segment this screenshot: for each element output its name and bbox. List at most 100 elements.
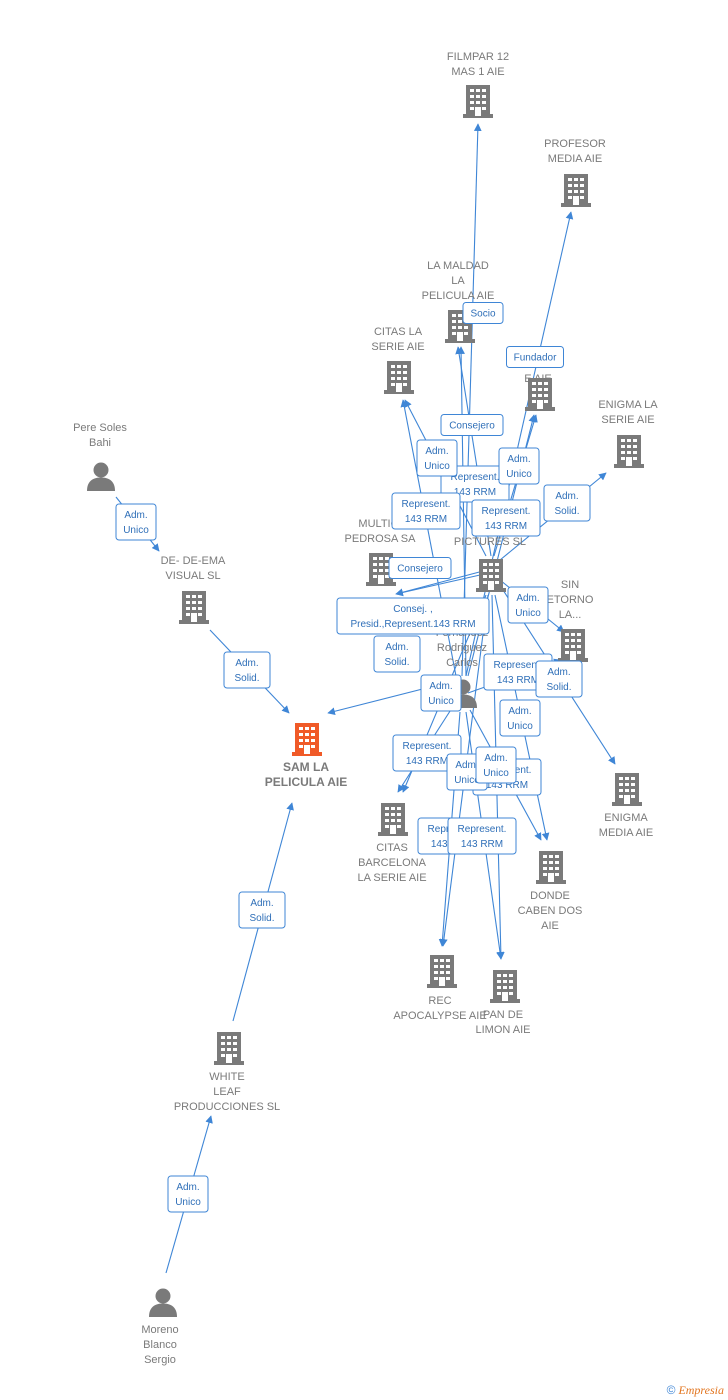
edge-label-text: Represent. [403,741,452,752]
edge-label[interactable]: Consej. ,Presid.,Represent.143 RRM [336,597,490,635]
node-label: Carlos [446,657,478,669]
node-label: REC [428,995,451,1007]
edge-label-text: Represent. [482,506,531,517]
node-label: ETORNO [547,594,594,606]
edge-label-text: Adm. [555,491,578,502]
edge-label[interactable]: Adm. Unico [416,439,458,477]
node-label: LEAF [213,1086,241,1098]
node-label: SERIE AIE [371,341,424,353]
node-sin_retorno[interactable]: SINETORNOLA... [547,579,594,662]
edge-label-text: Represent. [451,472,500,483]
edge-label-text: Solid. [554,506,579,517]
node-label: Pere Soles [73,422,127,434]
edge-label-text: Consejero [397,564,443,575]
node-label: PELICULA AIE [422,290,495,302]
edge-label-text: Unico [507,721,533,732]
edge-label-text: Consejero [449,421,495,432]
edge-label[interactable]: Consejero [440,414,504,436]
edge-label[interactable]: Consejero [388,557,452,579]
edge-label[interactable]: Adm.Unico [167,1175,209,1213]
edge-label[interactable]: Adm. Solid. [543,484,591,522]
edge-label[interactable]: Represent.143 RRM [391,492,461,530]
edge-label[interactable]: Represent.143 RRM [392,734,462,772]
building-icon [612,773,642,806]
node-label: Bahi [89,437,111,449]
edge-label-text: Solid. [249,913,274,924]
edge-label[interactable]: Adm.Unico [420,674,462,712]
edge-label-text: 143 RRM [454,487,496,498]
node-label: AIE [541,920,559,932]
building-icon [558,629,588,662]
copyright-icon: © [666,1383,676,1397]
node-label: PICTURES SL [454,536,526,548]
node-label: SAM LA [283,760,329,774]
edge-label-text: Solid. [546,682,571,693]
edge-label-text: 143 RRM [485,521,527,532]
node-label: MAS 1 AIE [451,66,504,78]
edge-label[interactable]: Adm.Solid. [535,660,583,698]
node-label: VISUAL SL [165,570,220,582]
edge-label-text: Unico [123,525,149,536]
edge-label[interactable]: Adm.Unico [499,699,541,737]
edge-label[interactable]: Represent.143 RRM [447,817,517,855]
edge-label-text: Adm. [385,642,408,653]
edge-label-text: 143 RRM [486,780,528,791]
edge-label[interactable]: Adm.Unico [507,586,549,624]
edge-label[interactable]: Adm. Unico [498,447,540,485]
edge-label-text: Fundador [514,353,557,364]
node-label: ENIGMA LA [598,399,658,411]
edge-label-text: Adm. [425,446,448,457]
edge-label-text: Adm. [176,1182,199,1193]
edge-label[interactable]: Adm.Solid. [238,891,286,929]
edge-label[interactable]: Adm. Unico [475,746,517,784]
edge-label[interactable]: Fundador [506,346,564,368]
node-label: SERIE AIE [601,414,654,426]
edge-label[interactable]: Represent.143 RRM [483,653,553,691]
edge-label-text: Unico [428,696,454,707]
edge-carlos-to-multicine [395,569,488,596]
edge-label-text: Adm. [516,593,539,604]
edge-label-text: Adm. [507,454,530,465]
edge-label-text: Solid. [234,673,259,684]
node-label: LA [451,275,465,287]
node-label: MEDIA AIE [599,827,653,839]
edge-label[interactable]: Adm. Solid. [223,651,271,689]
edge-label[interactable]: Represent. 143 RRM [471,499,541,537]
node-label: CITAS LA [374,326,423,338]
edge-label-text: Adm. [124,510,147,521]
footer-brand[interactable]: © Empresia [667,1383,724,1398]
node-label: PELICULA AIE [265,775,347,789]
edge-label-text: Unico [506,469,532,480]
person-icon [149,1288,177,1317]
edge-label-text: Unico [424,461,450,472]
node-label: PAN DE [483,1009,523,1021]
building-icon [614,435,644,468]
edge-label-text: 143 RRM [497,675,539,686]
edge-label[interactable]: Socio [462,302,504,324]
edge-label-text: Adm. [235,658,258,669]
node-label: PROFESOR [544,138,606,150]
node-label: SIN [561,579,579,591]
edge-label-text: Adm. [484,753,507,764]
edge-label-text: Unico [483,768,509,779]
building-icon [490,970,520,1003]
node-citas_serie[interactable]: CITAS LA SERIE AIE [371,326,425,394]
node-enigma_serie[interactable]: ENIGMA LA SERIE AIE [598,399,658,468]
edge-label[interactable]: Adm. Unico [115,503,157,541]
edge-label[interactable]: Adm.Solid. [373,635,421,673]
